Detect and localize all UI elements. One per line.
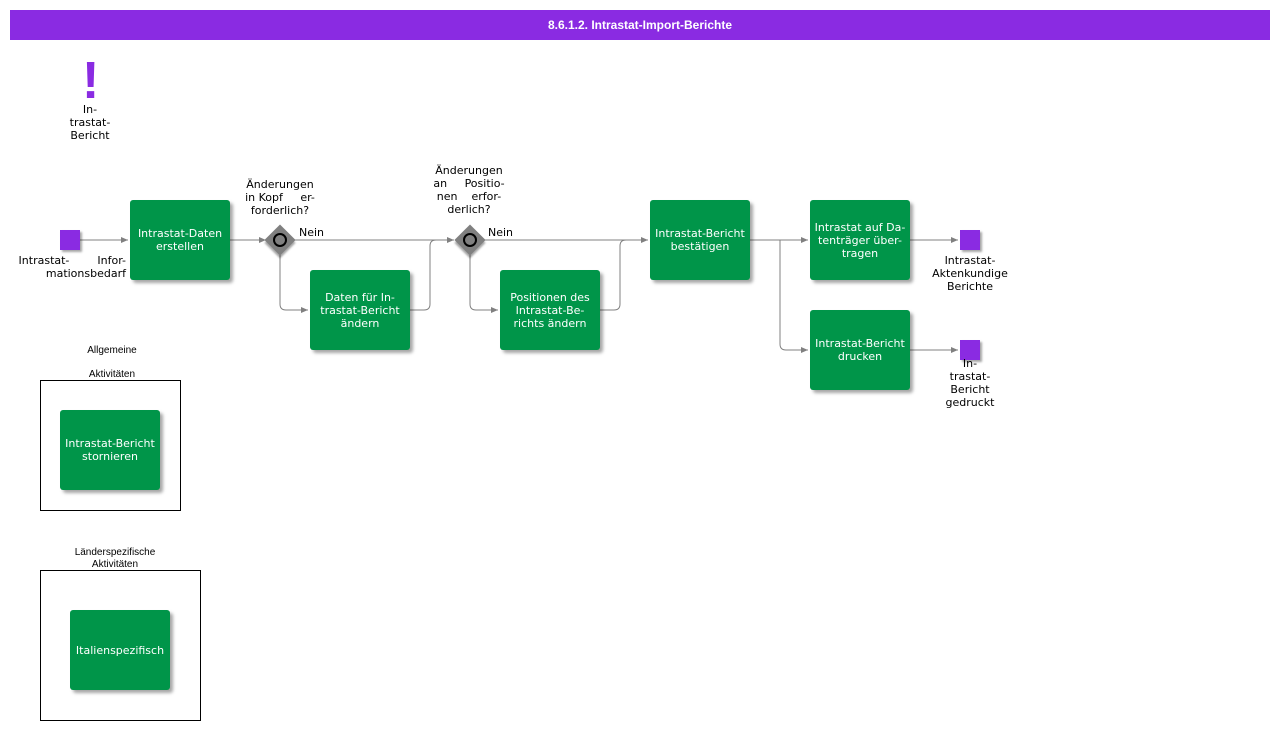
gateway-ring-icon	[463, 233, 477, 247]
start-event-label: Intrastat- Infor- mationsbedarf	[18, 254, 126, 280]
task-cancel-report[interactable]: Intrastat-Bericht stornieren	[60, 410, 160, 490]
diagram-title: 8.6.1.2. Intrastat-Import-Berichte	[10, 10, 1270, 40]
trigger-label: In- trastat- Bericht	[69, 103, 111, 142]
flow-label-no-2: Nein	[488, 226, 514, 239]
task-create-data[interactable]: Intrastat-Daten erstellen	[130, 200, 230, 280]
flow-gateway2-to-change-positions	[469, 254, 498, 313]
flow-confirm-to-print	[779, 240, 808, 353]
group-general-label: Allgemeine Aktivitäten	[87, 345, 137, 379]
task-confirm-report[interactable]: Intrastat-Bericht bestätigen	[650, 200, 750, 280]
task-change-positions[interactable]: Positionen des Intrastat-Be- richts ände…	[500, 270, 600, 350]
group-country-label: Länderspezifische Aktivitäten	[74, 547, 156, 570]
exclamation-icon: !	[82, 52, 100, 110]
gateway-header-change-label: Änderungen in Kopf er- forderlich?	[245, 178, 315, 217]
end-event-print[interactable]	[960, 340, 980, 360]
flow-gateway1-to-change-header	[279, 254, 308, 313]
task-italy-specific[interactable]: Italienspezifisch	[70, 610, 170, 690]
group-general	[40, 380, 181, 511]
flow-change-positions-to-merge	[600, 239, 627, 311]
task-transfer-to-media[interactable]: Intrastat auf Da- tenträger über- tragen	[810, 200, 910, 280]
gateway-ring-icon	[273, 233, 287, 247]
task-print-report[interactable]: Intrastat-Bericht drucken	[810, 310, 910, 390]
end-event-transfer-label: Intrastat- Aktenkundige Berichte	[932, 254, 1008, 293]
end-event-print-label: In- trastat- Bericht gedruckt	[945, 357, 995, 409]
start-event[interactable]	[60, 230, 80, 250]
gateway-position-change-label: Änderungen an Positio- nen erfor- derlic…	[433, 164, 505, 216]
group-country-specific	[40, 570, 201, 721]
end-event-transfer[interactable]	[960, 230, 980, 250]
task-change-header[interactable]: Daten für In- trastat-Bericht ändern	[310, 270, 410, 350]
flow-change-header-to-merge	[410, 239, 437, 311]
flow-label-no-1: Nein	[299, 226, 325, 239]
